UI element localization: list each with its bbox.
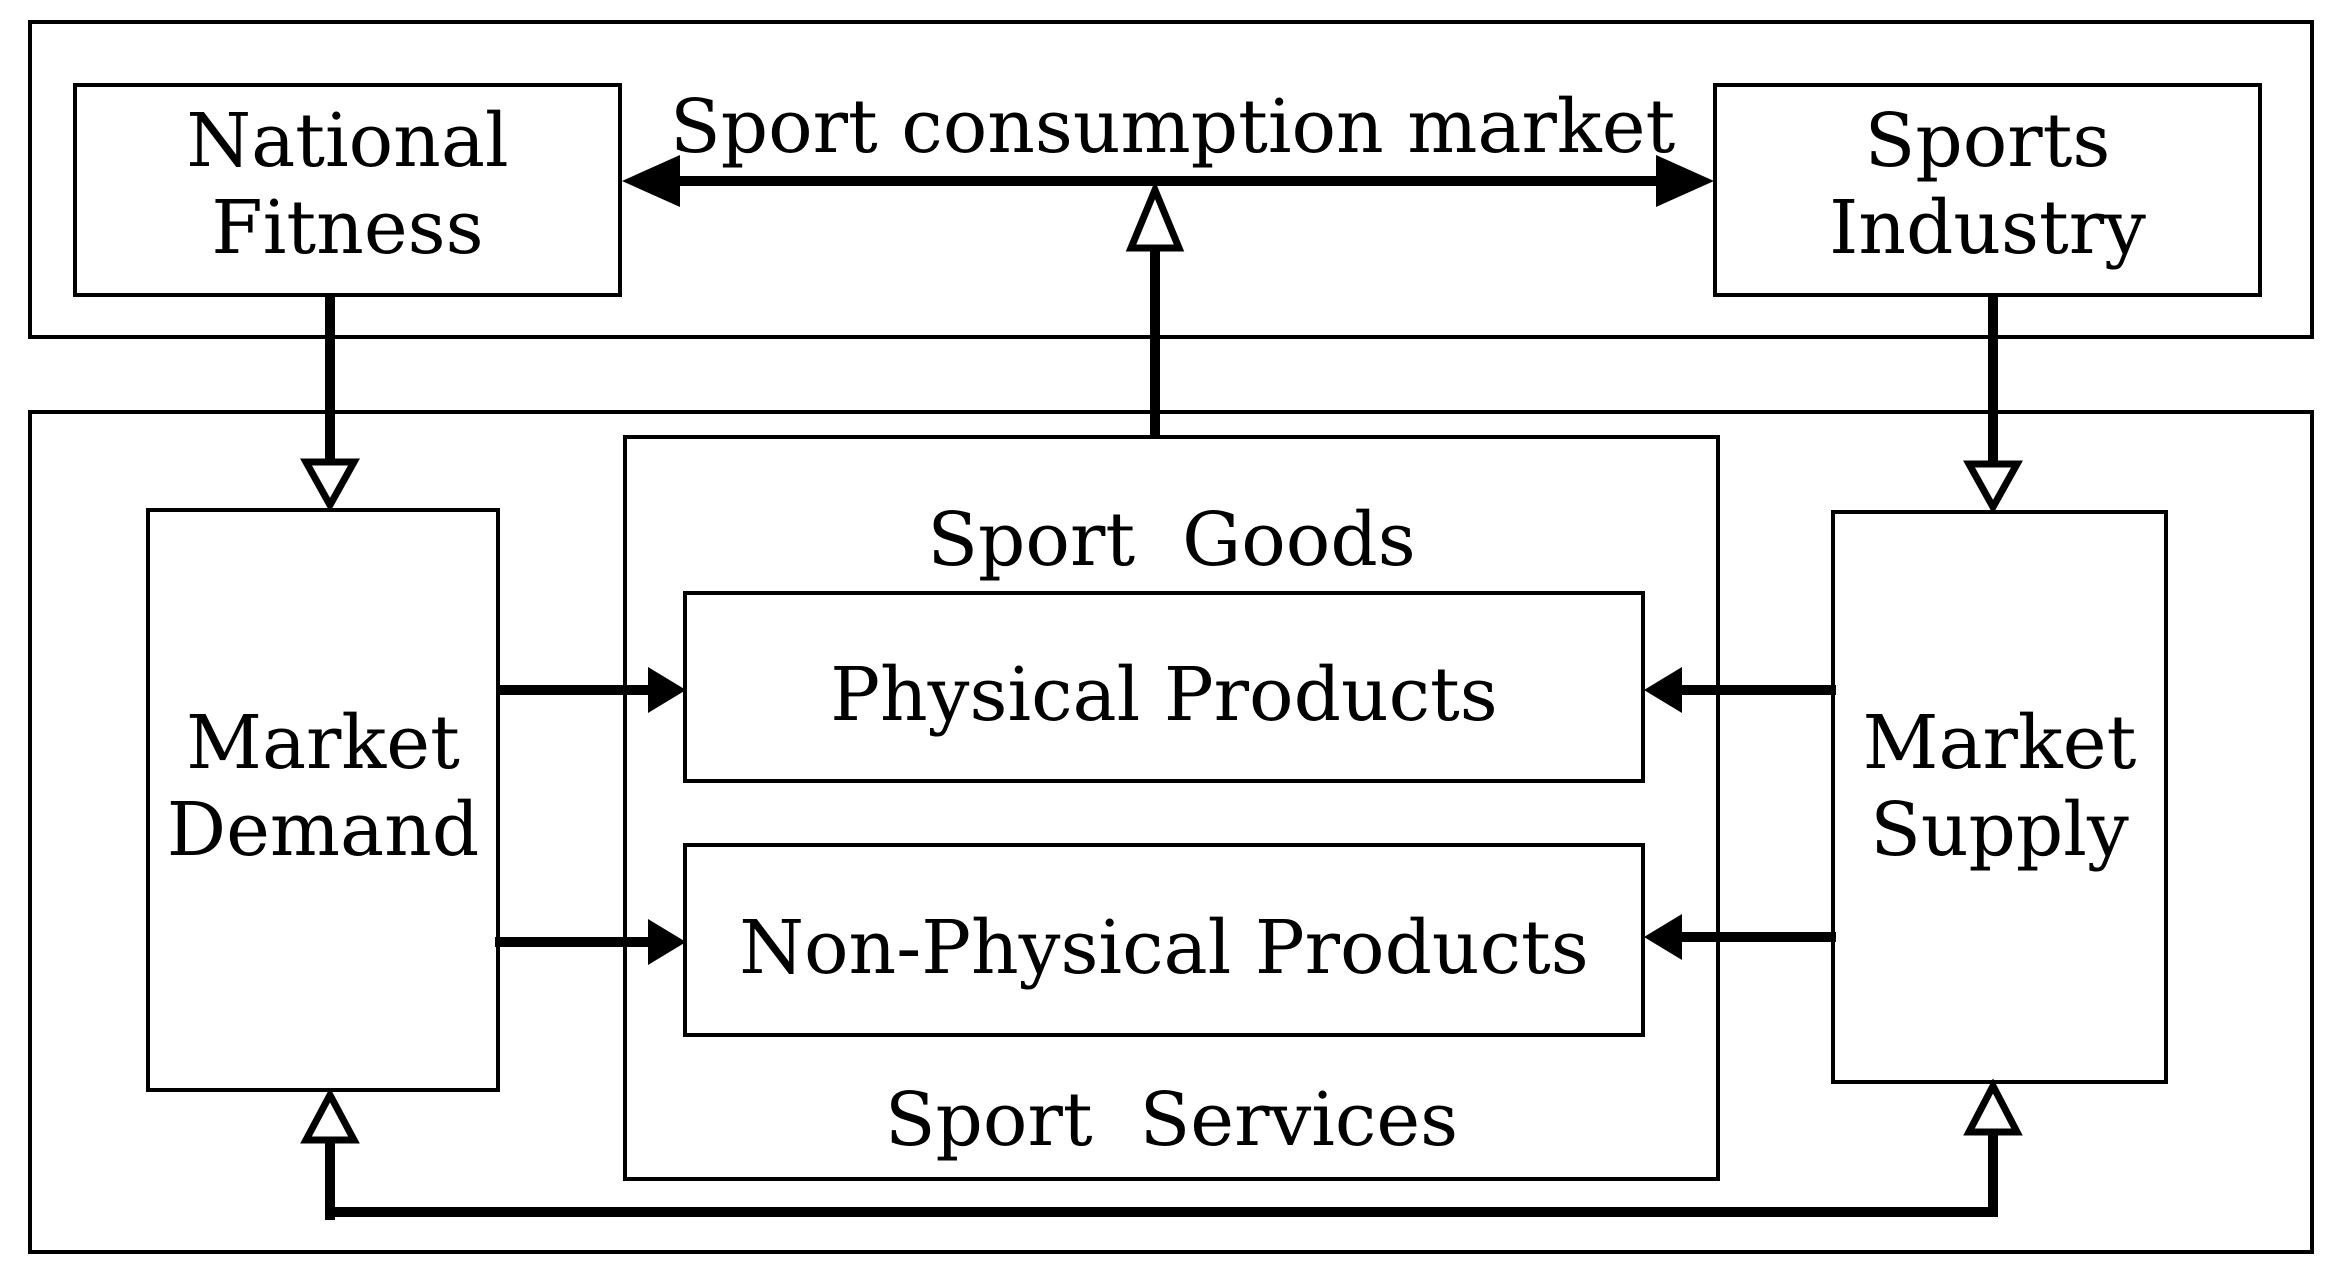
sports-industry-line-2: Industry <box>1829 185 2146 272</box>
national-fitness-line-1: National <box>186 98 509 184</box>
sports-industry-label: Sports Industry <box>1715 98 2260 273</box>
market-supply-line-1: Market <box>1862 700 2137 786</box>
non-physical-products-box <box>683 843 1645 1037</box>
sports-industry-line-1: Sports <box>1864 98 2111 184</box>
arrowhead-to-nonphysical-from-demand <box>648 919 686 965</box>
physical-products-label: Physical Products <box>830 652 1498 738</box>
non-physical-products-label: Non-Physical Products <box>739 905 1589 991</box>
arrowhead-to-sports-industry <box>1656 155 1714 207</box>
national-fitness-label: National Fitness <box>75 98 620 273</box>
arrowhead-to-market-supply <box>1963 460 2023 515</box>
sport-goods-label: Sport Goods <box>927 497 1416 583</box>
market-supply-label: Market Supply <box>1833 700 2166 875</box>
market-demand-line-1: Market <box>186 700 460 786</box>
physical-products-box <box>683 591 1645 783</box>
market-demand-label: Market Demand <box>148 700 498 875</box>
sport-services-label: Sport Services <box>884 1077 1459 1163</box>
arrowhead-up-to-market-supply <box>1963 1078 2023 1136</box>
arrowhead-to-nonphysical-from-supply <box>1644 914 1682 960</box>
arrowhead-to-market-demand <box>300 458 360 513</box>
sport-goods-services-box <box>623 435 1720 1181</box>
bottom-frame <box>28 410 2314 1254</box>
national-fitness-line-2: Fitness <box>211 185 484 272</box>
market-demand-line-2: Demand <box>166 787 480 874</box>
sport-consumption-market-label: Sport consumption market <box>670 84 1676 170</box>
arrowhead-up-to-market-demand <box>300 1087 360 1144</box>
national-fitness-box <box>73 83 622 297</box>
sports-industry-box <box>1713 83 2262 297</box>
arrowhead-up-to-market <box>1125 180 1185 252</box>
market-supply-box <box>1831 510 2168 1084</box>
market-supply-line-2: Supply <box>1870 787 2129 874</box>
arrowhead-to-physical-from-demand <box>648 667 686 713</box>
market-demand-box <box>146 508 500 1092</box>
top-frame <box>28 20 2314 339</box>
arrowhead-to-physical-from-supply <box>1644 667 1682 713</box>
arrowhead-to-national-fitness <box>622 155 680 207</box>
